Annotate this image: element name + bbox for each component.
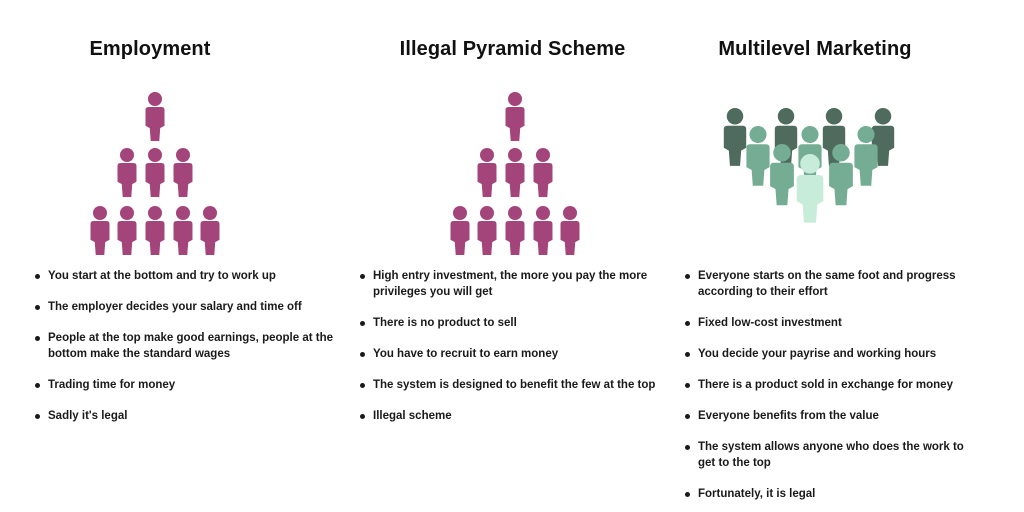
person-icon [477,206,497,255]
list-item: Trading time for money [34,377,334,393]
person-icon [796,154,824,223]
person-icon [505,148,525,197]
bullet-list: High entry investment, the more you pay … [359,268,659,439]
person-icon [723,108,747,166]
person-icon [560,206,580,255]
person-icon [117,206,137,255]
list-item: You decide your payrise and working hour… [684,346,984,362]
list-item: Illegal scheme [359,408,659,424]
column-multilevel-marketing: Multilevel Marketing Everyone starts on … [680,0,1000,512]
person-icon [145,206,165,255]
person-icon [173,206,193,255]
list-item: There is no product to sell [359,315,659,331]
column-title: Employment [89,38,211,60]
column-title: Illegal Pyramid Scheme [399,38,626,60]
list-item: Everyone starts on the same foot and pro… [684,268,984,300]
list-item: You have to recruit to earn money [359,346,659,362]
list-item: The employer decides your salary and tim… [34,299,334,315]
person-icon [477,148,497,197]
person-icon [533,206,553,255]
column-title: Multilevel Marketing [718,38,912,60]
pyramid-people-icon [90,92,220,255]
column-employment: Employment You start at the bottom and t… [30,0,340,512]
person-icon [829,144,853,206]
person-icon [145,148,165,197]
list-item: Everyone benefits from the value [684,408,984,424]
person-icon [117,148,137,197]
list-item: People at the top make good earnings, pe… [34,330,334,362]
group-people-icon [723,108,895,223]
person-icon [200,206,220,255]
person-icon [173,148,193,197]
bullet-list: You start at the bottom and try to work … [34,268,334,439]
person-icon [854,126,878,186]
bullet-list: Everyone starts on the same foot and pro… [684,268,984,512]
list-item: Sadly it's legal [34,408,334,424]
person-icon [533,148,553,197]
list-item: The system is designed to benefit the fe… [359,377,659,393]
pyramid-people-icon [450,92,580,255]
person-icon [770,144,794,206]
list-item: There is a product sold in exchange for … [684,377,984,393]
list-item: You start at the bottom and try to work … [34,268,334,284]
list-item: High entry investment, the more you pay … [359,268,659,300]
person-icon [145,92,165,141]
person-icon [505,206,525,255]
list-item: Fortunately, it is legal [684,486,984,502]
person-icon [746,126,770,186]
person-icon [450,206,470,255]
column-pyramid-scheme: Illegal Pyramid Scheme High entry invest… [355,0,670,512]
person-icon [505,92,525,141]
list-item: The system allows anyone who does the wo… [684,439,984,471]
person-icon [90,206,110,255]
list-item: Fixed low-cost investment [684,315,984,331]
